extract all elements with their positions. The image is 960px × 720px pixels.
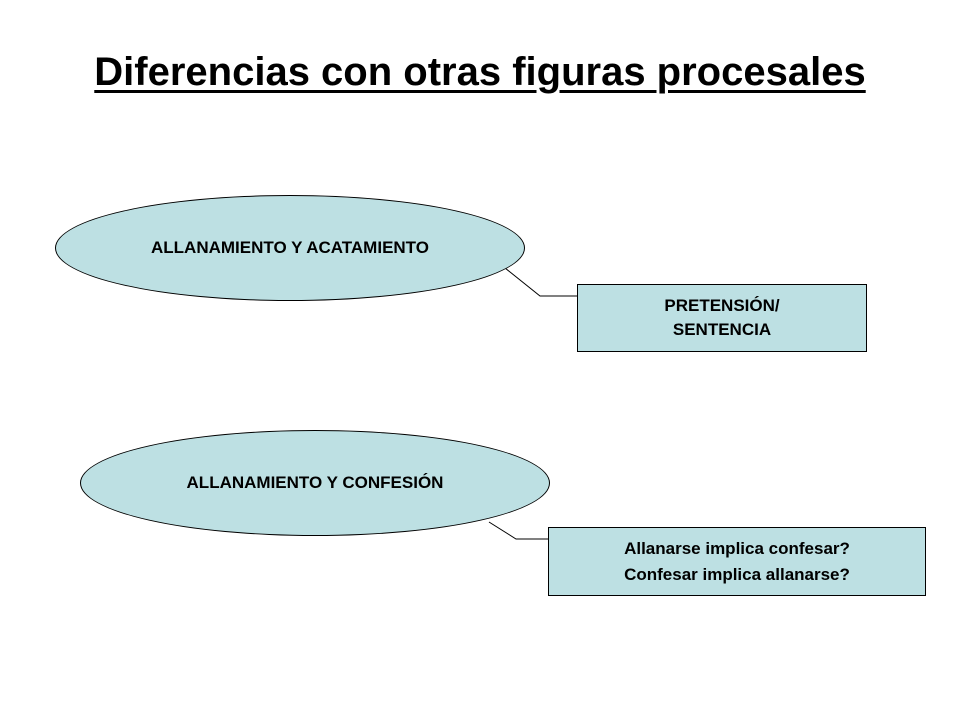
box-pretension-sentencia: PRETENSIÓN/ SENTENCIA (577, 284, 867, 352)
box-line: Allanarse implica confesar? (624, 539, 850, 558)
ellipse-label: ALLANAMIENTO Y CONFESIÓN (186, 473, 444, 492)
ellipse-allanamiento-confesion: ALLANAMIENTO Y CONFESIÓN (80, 430, 550, 536)
connector-line-1 (504, 267, 577, 297)
box-line: Confesar implica allanarse? (624, 564, 850, 584)
page-title: Diferencias con otras figuras procesales (94, 50, 866, 94)
box-line: PRETENSIÓN/ (664, 296, 780, 316)
ellipse-label: ALLANAMIENTO Y ACATAMIENTO (151, 238, 429, 257)
ellipse-allanamiento-acatamiento: ALLANAMIENTO Y ACATAMIENTO (55, 195, 525, 301)
box-confesar-allanarse: Allanarse implica confesar? Confesar imp… (548, 527, 926, 596)
connector-line-2 (488, 521, 548, 540)
box-line: SENTENCIA (672, 320, 772, 339)
